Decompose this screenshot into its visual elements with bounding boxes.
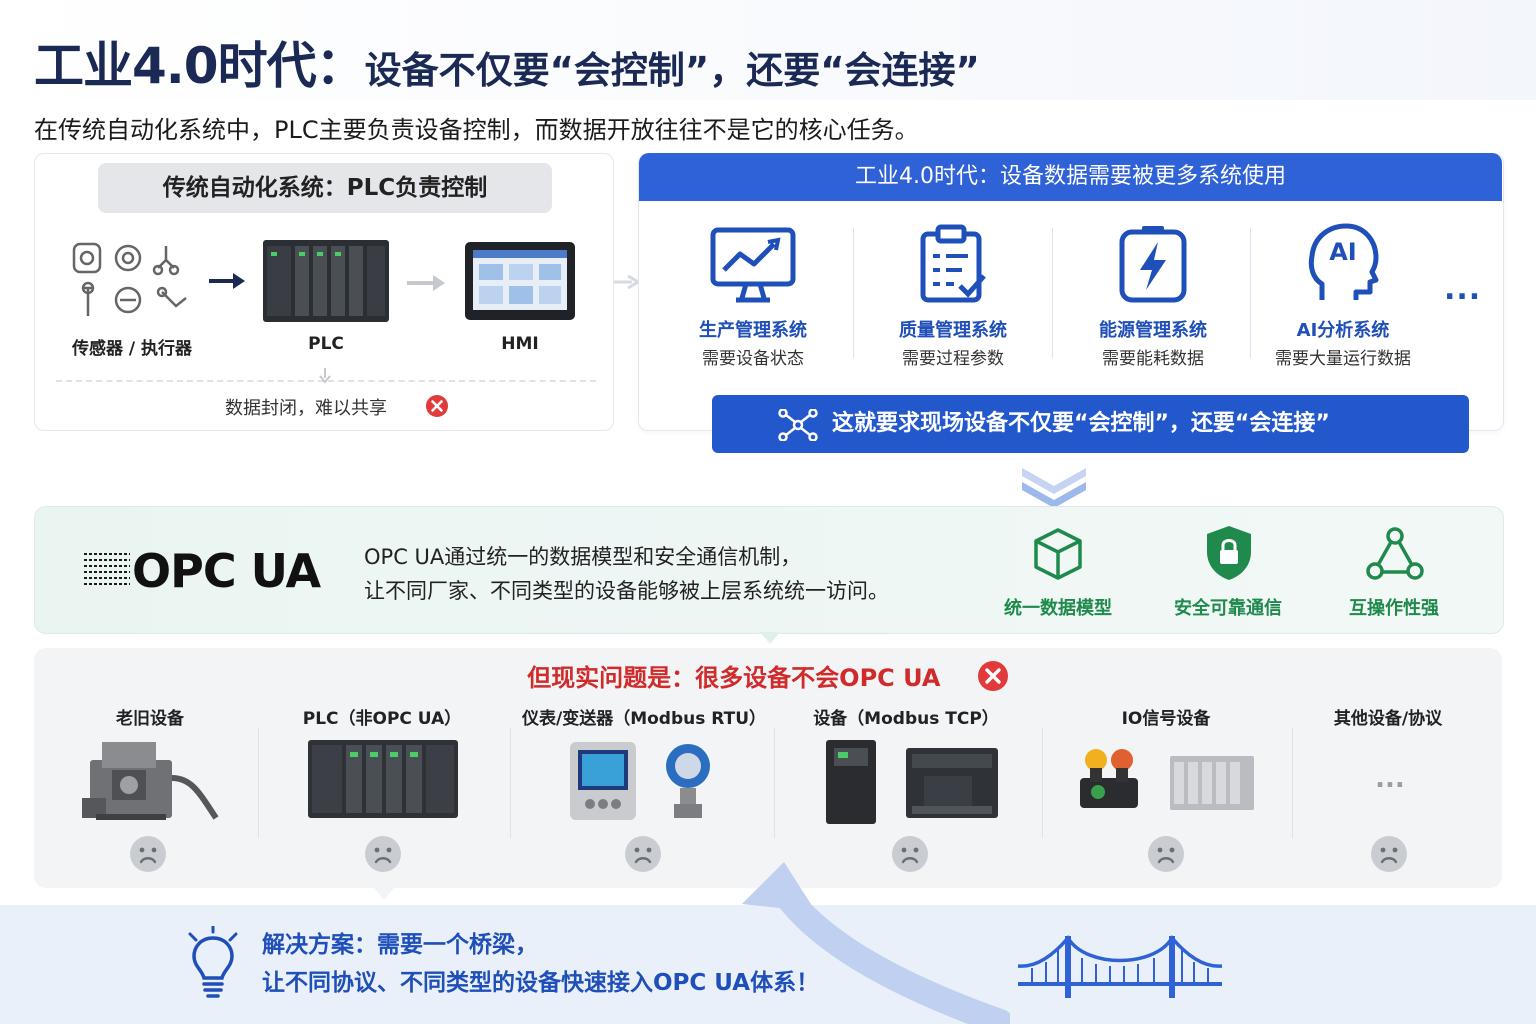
sad-face-icon bbox=[1371, 836, 1407, 872]
device-label: 仪表/变送器（Modbus RTU） bbox=[521, 709, 766, 729]
separator bbox=[1250, 228, 1251, 358]
opcua-logo: OPC UA bbox=[132, 544, 321, 598]
solution-text: 解决方案：需要一个桥梁， 让不同协议、不同类型的设备快速接入OPC UA体系！ bbox=[262, 926, 819, 1002]
monitor-chart-icon bbox=[710, 226, 796, 304]
plc-label: PLC bbox=[308, 334, 344, 354]
device-label: 老旧设备 bbox=[116, 709, 184, 729]
requirement-banner: 这就要求现场设备不仅要“会控制”，还要“会连接” bbox=[712, 395, 1469, 453]
system-name: 质量管理系统 bbox=[899, 320, 1007, 341]
device-label: 设备（Modbus TCP） bbox=[813, 709, 999, 729]
hmi-image bbox=[465, 242, 575, 320]
feature-label: 互操作性强 bbox=[1349, 598, 1439, 619]
sad-face-icon bbox=[892, 836, 928, 872]
opcua-desc-line2: 让不同厂家、不同类型的设备能够被上层系统统一访问。 bbox=[364, 579, 889, 603]
arrow-right-icon bbox=[207, 271, 247, 291]
solution-line2: 让不同协议、不同类型的设备快速接入OPC UA体系！ bbox=[262, 970, 820, 996]
arrow-right-gray-icon bbox=[405, 273, 447, 293]
separator bbox=[510, 728, 511, 838]
solution-band bbox=[0, 905, 1536, 1024]
header-background bbox=[0, 0, 1536, 100]
title-main: 工业4.0时代： bbox=[34, 37, 366, 95]
system-name: AI分析系统 bbox=[1296, 320, 1390, 341]
separator bbox=[1292, 728, 1293, 838]
network-nodes-icon bbox=[778, 409, 818, 441]
curved-arrow-up-icon bbox=[730, 860, 1010, 1024]
problem-title-text: 但现实问题是：很多设备不会OPC UA bbox=[527, 664, 941, 692]
system-name: 能源管理系统 bbox=[1099, 320, 1207, 341]
separator bbox=[774, 728, 775, 838]
sad-face-icon bbox=[365, 836, 401, 872]
device-label: 其他设备/协议 bbox=[1333, 709, 1443, 729]
separator bbox=[258, 728, 259, 838]
solution-line1: 解决方案：需要一个桥梁， bbox=[262, 932, 538, 958]
title-rest: 设备不仅要“会控制”，还要“会连接” bbox=[364, 49, 980, 92]
system-desc: 需要设备状态 bbox=[702, 349, 804, 369]
legacy-machine-image bbox=[82, 738, 220, 822]
device-label: IO信号设备 bbox=[1121, 709, 1211, 729]
problem-panel bbox=[34, 648, 1502, 888]
sensors-label: 传感器 / 执行器 bbox=[71, 339, 193, 359]
more-systems: ... bbox=[1444, 272, 1482, 307]
sad-face-icon bbox=[1148, 836, 1184, 872]
page-title: 工业4.0时代：设备不仅要“会控制”，还要“会连接” bbox=[34, 26, 980, 98]
separator bbox=[853, 228, 854, 358]
chevron-down-icon bbox=[1020, 464, 1088, 508]
hmi-label: HMI bbox=[501, 334, 539, 354]
opcua-description: OPC UA通过统一的数据模型和安全通信机制， 让不同厂家、不同类型的设备能够被… bbox=[364, 540, 889, 608]
error-x-icon bbox=[977, 660, 1009, 692]
industry40-heading: 工业4.0时代：设备数据需要被更多系统使用 bbox=[639, 153, 1502, 201]
opcua-desc-line1: OPC UA通过统一的数据模型和安全通信机制， bbox=[364, 545, 802, 569]
ai-icon-text: AI bbox=[1329, 238, 1357, 266]
connector-arrow-icon bbox=[612, 274, 640, 290]
separator bbox=[1042, 728, 1043, 838]
plc-image bbox=[263, 240, 389, 322]
plc-rack-image bbox=[308, 740, 458, 818]
battery-bolt-icon bbox=[1118, 224, 1188, 304]
bridge-icon bbox=[1016, 932, 1224, 1000]
system-name: 生产管理系统 bbox=[699, 320, 807, 341]
modbus-tcp-device-image bbox=[824, 740, 1000, 824]
data-closed-text: 数据封闭，难以共享 bbox=[225, 398, 387, 419]
error-x-icon bbox=[425, 394, 449, 418]
system-desc: 需要大量运行数据 bbox=[1275, 349, 1411, 369]
arrow-down-small-icon bbox=[318, 368, 332, 384]
shield-lock-icon bbox=[1203, 524, 1255, 582]
requirement-text: 这就要求现场设备不仅要“会控制”，还要“会连接” bbox=[832, 411, 1330, 436]
cube-icon bbox=[1030, 526, 1086, 582]
sensor-actuator-icon bbox=[70, 238, 194, 320]
caret-down-icon bbox=[374, 888, 394, 900]
feature-label: 安全可靠通信 bbox=[1174, 598, 1282, 619]
lightbulb-icon bbox=[186, 926, 240, 998]
more-devices: ... bbox=[1375, 764, 1405, 794]
problem-title: 但现实问题是：很多设备不会OPC UA bbox=[0, 658, 1536, 693]
meter-transmitter-image bbox=[570, 740, 724, 824]
network-triangle-icon bbox=[1366, 526, 1424, 582]
feature-label: 统一数据模型 bbox=[1004, 598, 1112, 619]
system-desc: 需要过程参数 bbox=[902, 349, 1004, 369]
separator bbox=[1052, 228, 1053, 358]
page-subtitle: 在传统自动化系统中，PLC主要负责设备控制，而数据开放往往不是它的核心任务。 bbox=[34, 116, 919, 144]
system-desc: 需要能耗数据 bbox=[1102, 349, 1204, 369]
sad-face-icon bbox=[130, 836, 166, 872]
caret-down-icon bbox=[760, 632, 780, 644]
ai-head-icon: AI bbox=[1306, 222, 1380, 304]
opc-logo-swoosh bbox=[84, 550, 134, 588]
traditional-heading: 传统自动化系统：PLC负责控制 bbox=[98, 163, 552, 213]
clipboard-check-icon bbox=[918, 224, 988, 304]
device-label: PLC（非OPC UA） bbox=[302, 709, 462, 729]
io-signal-device-image bbox=[1078, 744, 1258, 816]
sad-face-icon bbox=[625, 836, 661, 872]
